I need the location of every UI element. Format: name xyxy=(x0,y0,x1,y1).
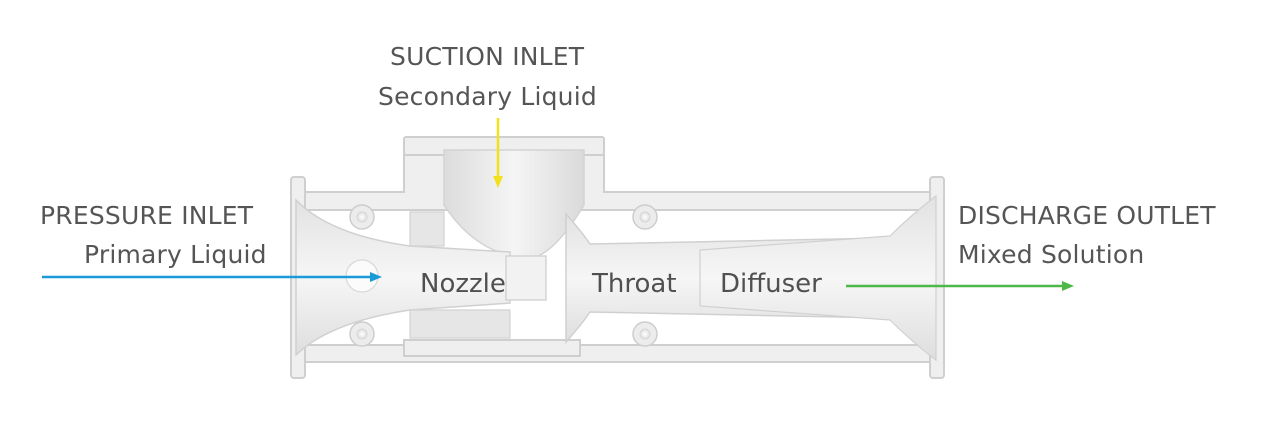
nozzle-tip xyxy=(505,255,547,301)
pressure-inlet-title: PRESSURE INLET xyxy=(40,201,254,230)
mixed-flow-arrow xyxy=(846,281,1074,291)
suction-inlet-subtitle: Secondary Liquid xyxy=(378,82,597,111)
throat-label: Throat xyxy=(592,269,677,299)
nozzle-label: Nozzle xyxy=(420,269,506,299)
nozzle-cone xyxy=(295,198,511,357)
pressure-inlet-subtitle: Primary Liquid xyxy=(84,240,267,269)
diffuser-label: Diffuser xyxy=(720,269,822,299)
primary-flow-arrow xyxy=(42,272,382,282)
suction-bore xyxy=(443,149,585,263)
secondary-flow-arrow xyxy=(493,118,503,188)
discharge-outlet-title: DISCHARGE OUTLET xyxy=(958,201,1216,230)
bolt-holes xyxy=(356,211,651,340)
suction-inlet-title: SUCTION INLET xyxy=(390,42,585,71)
discharge-outlet-subtitle: Mixed Solution xyxy=(958,240,1145,269)
nozzle-body xyxy=(409,211,511,339)
diffuser-bore xyxy=(699,194,937,362)
